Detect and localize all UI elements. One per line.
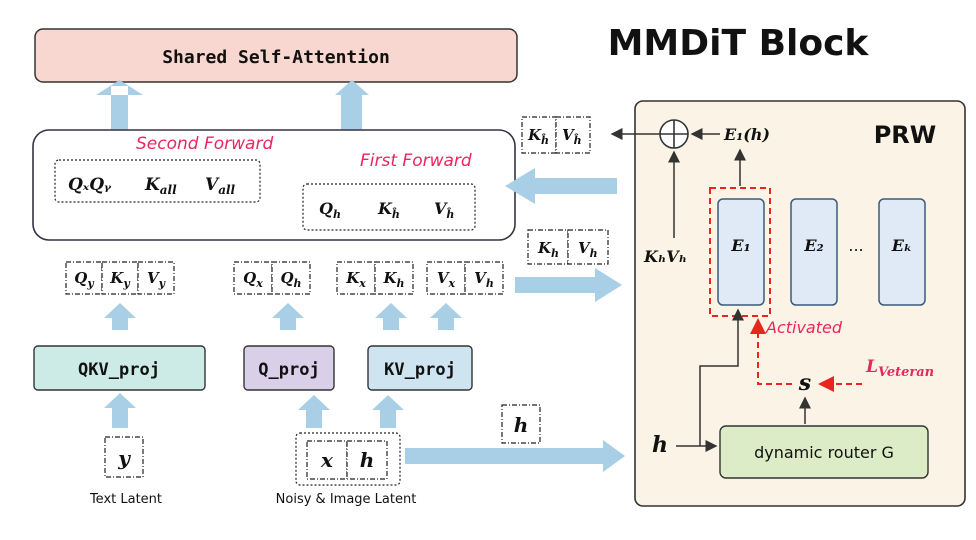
right-arrow-h-to-prw [405,440,625,472]
up-arrow-y [104,393,136,428]
qxqy-token: QₓQᵧ [68,175,112,195]
khat-vhat-pair: Kĥ Vĥ [521,116,591,154]
lveteran-label: LVeteran [865,357,934,380]
dynamic-router-box [719,425,929,479]
up-arrow-qkv [104,303,136,330]
input-y: y [117,446,131,470]
sum-icon [659,119,689,149]
diagram-title: MMDiT Block [608,23,870,64]
k-token-kx: Kx [345,269,366,290]
second-forward-label: Second Forward [136,134,273,154]
left-arrow-into-container [505,168,617,204]
up-arrow-q [272,303,304,330]
up-arrow-v [430,303,462,330]
kh-vh-label: KₕVₕ [643,247,687,266]
v-all-token: Vall [205,175,236,197]
tokens-y: Qy Ky Vy [65,261,175,295]
y-token-vy: Vy [147,269,167,290]
expert-2-label: E₂ [803,236,823,255]
up-arrow-second [96,80,143,130]
vhat-token: Vĥ [434,199,454,221]
input-h: h [360,448,375,472]
v-token-vh: Vh [474,269,494,290]
routing-score-s: s [798,370,811,396]
input-x: x [320,448,334,472]
noisy-image-latent-caption: Noisy & Image Latent [276,492,417,507]
kv-proj-label: KV_proj [384,360,456,380]
up-arrow-x [298,395,330,428]
s-to-activated-arrow [750,318,792,385]
svg-text:Kĥ: Kĥ [527,126,549,147]
h-side-token: h [514,413,529,437]
q-proj-box [243,345,335,391]
khat-token: Kĥ [377,199,400,221]
expert-k [878,198,926,306]
experts-ellipsis: ... [848,236,863,255]
expert-2 [790,198,838,306]
k-token-box [374,261,414,295]
svg-text:Kh: Kh [537,239,559,260]
dynamic-router-label: dynamic router G [754,443,894,462]
tokens-k: Kx Kh [336,261,414,295]
k-all-token: Kall [144,175,177,197]
y-token-qy: Qy [74,269,95,290]
activated-label: Activated [765,318,843,337]
q-proj-label: Q_proj [258,360,319,380]
tokens-v: Vx Vh [426,261,504,295]
expert-k-label: Eₖ [891,236,913,255]
second-forward-group [54,159,261,203]
qkv-proj-label: QKV_proj [78,360,160,380]
svg-text:Vĥ: Vĥ [562,126,582,147]
v-token-vx: Vx [437,269,456,290]
kh-vh-pair: Kh Vh [527,229,609,265]
tokens-q: Qx Qh [233,261,311,295]
q-token-qx: Qx [243,269,263,290]
v-token-box [464,261,504,295]
kv-proj-box [367,345,473,391]
shared-attention-box [34,28,518,83]
text-latent-caption: Text Latent [89,492,162,507]
h-to-expert-line [699,308,744,446]
svg-text:Vh: Vh [578,239,598,260]
qkv-proj-box [33,345,206,391]
first-forward-label: First Forward [360,151,472,171]
k-token-box [336,261,376,295]
first-forward-group [302,183,476,231]
activated-highlight [709,187,771,317]
prw-title: PRW [874,121,937,149]
h-side-box [501,404,541,444]
q-token-qh: Qh [280,269,301,290]
y-token-box [101,261,139,295]
input-y-box [104,436,144,478]
y-token-box [137,261,175,295]
expert-1 [717,198,765,306]
shared-attention-label: Shared Self-Attention [162,47,390,68]
prw-h-label: h [652,432,668,458]
qh-token: Qh [319,199,341,221]
right-arrow-kv-to-prw [515,268,622,302]
expert-1-label: E₁ [730,236,750,255]
e1h-label: E₁(h) [723,125,770,144]
q-token-box [271,261,311,295]
up-arrow-h [372,395,404,428]
up-arrow-k [375,303,407,330]
y-token-ky: Ky [109,269,131,290]
k-token-kh: Kh [382,269,404,290]
q-token-box [233,261,273,295]
